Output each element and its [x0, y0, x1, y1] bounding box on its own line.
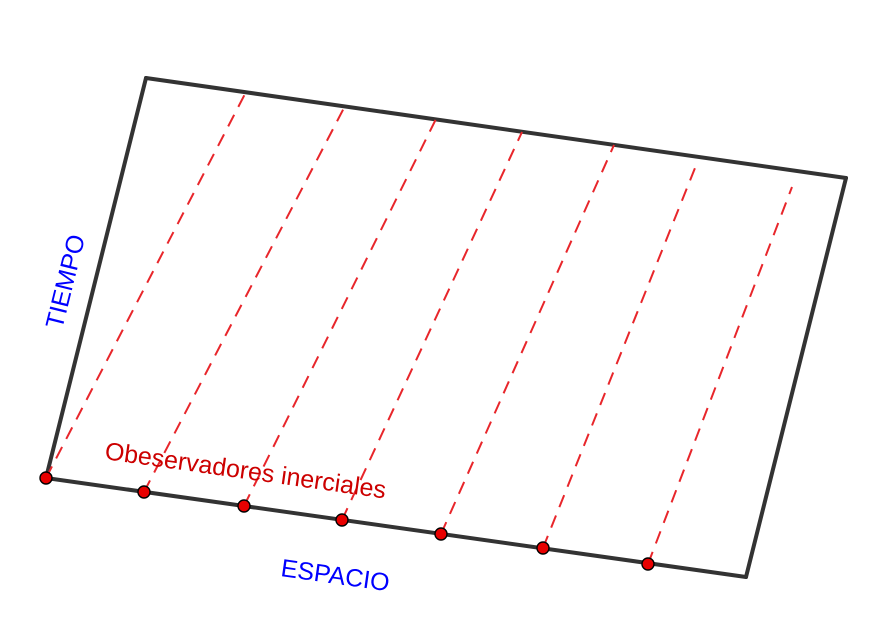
observer-point-6 — [536, 541, 550, 555]
frame-edge-right — [744, 176, 848, 579]
worldline-6 — [542, 167, 696, 549]
frame-edge-top — [144, 76, 848, 180]
spacetime-frame — [44, 76, 848, 579]
observer-point-4 — [335, 513, 349, 527]
worldline-5 — [440, 144, 615, 535]
observer-point-7 — [641, 557, 655, 571]
worldline-1 — [45, 91, 247, 479]
observer-worldlines — [45, 91, 793, 565]
worldline-3 — [243, 118, 437, 507]
worldline-2 — [143, 105, 346, 493]
frame-edge-left — [44, 76, 148, 480]
observer-points — [39, 471, 655, 571]
observer-point-2 — [137, 485, 151, 499]
observer-point-1 — [39, 471, 53, 485]
observer-point-5 — [434, 527, 448, 541]
space-axis-label: ESPACIO — [279, 554, 391, 597]
worldline-4 — [341, 131, 523, 521]
observer-point-3 — [237, 499, 251, 513]
time-axis-label: TIEMPO — [41, 232, 91, 332]
frame-edge-bottom — [44, 476, 748, 579]
worldline-7 — [647, 186, 793, 565]
